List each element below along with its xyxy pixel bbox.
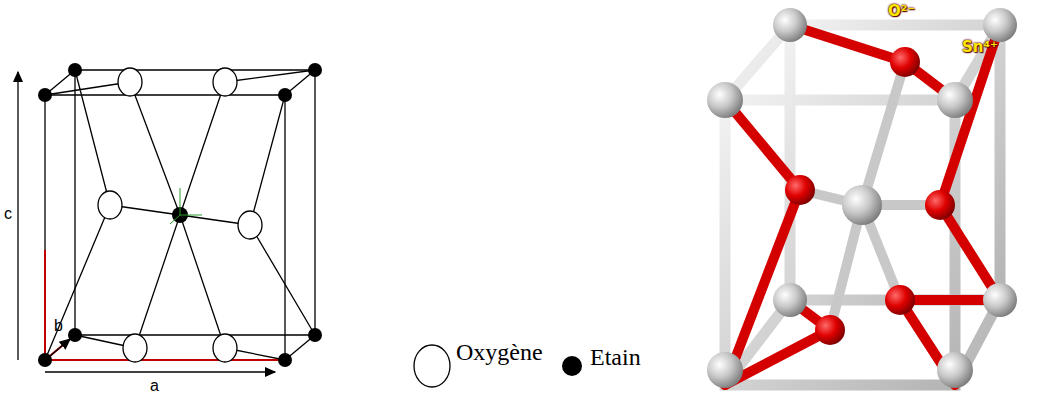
axis-label: b (54, 318, 63, 334)
axis-label: a (150, 378, 159, 394)
tin-atoms (38, 63, 322, 367)
oxygen-atoms (98, 68, 262, 362)
local-axes (170, 188, 202, 224)
axis-label: c (4, 206, 12, 222)
ball-stick-bonds (725, 25, 1000, 385)
axis-arrows (18, 72, 275, 372)
cell-edges (45, 70, 315, 360)
cell-axes-red (45, 250, 285, 360)
legend-text: Etain (590, 345, 641, 369)
ball-stick-atoms (707, 8, 1017, 388)
ion-label: Sn⁴⁺ (962, 40, 998, 55)
ion-label: O²⁻ (888, 4, 915, 19)
legend-text: Oxygène (456, 340, 543, 364)
